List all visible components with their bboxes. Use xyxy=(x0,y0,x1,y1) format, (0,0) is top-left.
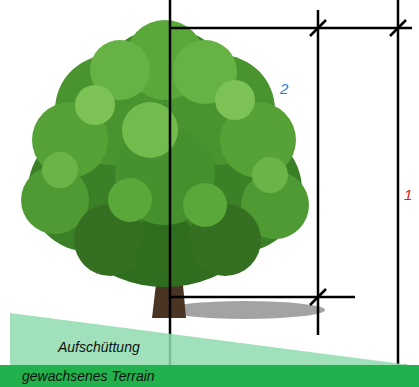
dimension-number: 1 xyxy=(404,186,412,203)
tree-crown xyxy=(21,20,309,287)
tree-shadow xyxy=(165,301,325,319)
region-label: Aufschüttung xyxy=(58,339,140,355)
dimension-lines xyxy=(170,0,419,387)
ground-band: gewachsenes Terrain xyxy=(0,365,419,387)
dimension-number: 2 xyxy=(280,80,288,97)
region-label: gewachsenes Terrain xyxy=(22,368,155,384)
fill-wedge: Aufschüttung xyxy=(10,313,410,365)
